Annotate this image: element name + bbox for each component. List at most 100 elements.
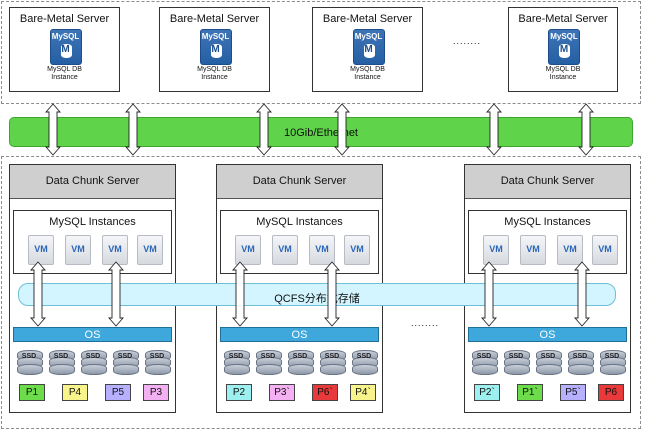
os-bar: OS	[13, 327, 172, 342]
mysql-icon-text: MySQL	[550, 32, 578, 41]
ssd-icon: SSD	[536, 350, 562, 375]
vm-label: VM	[489, 244, 503, 254]
chunk-server-title: Data Chunk Server	[45, 175, 140, 187]
chunk-server-header: Data Chunk Server	[10, 165, 175, 199]
vm-label: VM	[526, 244, 540, 254]
network-arrow-4	[334, 103, 350, 156]
ssd-row: SSD SSD SSD SSD SSD	[220, 350, 379, 376]
ssd-label: SSD	[508, 353, 524, 360]
vm-label: VM	[108, 244, 122, 254]
mysql-db-instance-label: MySQL DB Instance	[509, 66, 617, 82]
bare-metal-server-title: Bare-Metal Server	[518, 13, 608, 25]
vm-label: VM	[278, 244, 292, 254]
label-line1: MySQL DB	[47, 66, 82, 73]
vm-label: VM	[598, 244, 612, 254]
label-line1: MySQL DB	[545, 66, 581, 73]
mysql-db-icon: MySQL M	[352, 29, 385, 65]
mysql-db-icon: MySQL M	[548, 29, 580, 65]
ethernet-network-bar: 10Gib/Ethernet	[9, 117, 633, 147]
mysql-icon-letter: M	[61, 44, 70, 55]
ssd-label: SSD	[540, 353, 556, 360]
partition-block: P3`	[269, 384, 295, 401]
ssd-label: SSD	[572, 353, 588, 360]
ssd-icon: SSD	[472, 350, 498, 375]
storage-arrow-6	[574, 261, 590, 327]
mysql-instances-title: MySQL Instances	[256, 216, 343, 228]
label-line2: Instance	[51, 74, 78, 81]
vm-icon: VM	[520, 235, 546, 265]
mysql-db-icon: MySQL M	[199, 29, 232, 65]
partition-label: P6`	[317, 387, 333, 398]
ssd-icon: SSD	[352, 350, 378, 375]
bare-metal-server-2: Bare-Metal Server MySQL M MySQL DB Insta…	[159, 7, 270, 92]
network-arrow-1	[45, 103, 61, 156]
ssd-icon: SSD	[49, 350, 75, 375]
bare-metal-server-title: Bare-Metal Server	[322, 13, 413, 25]
network-arrow-5	[486, 103, 502, 156]
ssd-label: SSD	[149, 353, 165, 360]
storage-arrow-1	[30, 261, 46, 327]
vm-icon: VM	[309, 235, 335, 265]
partition-block: P6`	[312, 384, 338, 401]
ssd-icon: SSD	[224, 350, 250, 375]
partition-label: P3	[149, 387, 163, 398]
storage-arrow-5	[481, 261, 497, 327]
ssd-icon: SSD	[81, 350, 107, 375]
partition-label: P2`	[479, 387, 495, 398]
mysql-instances-box: MySQL Instances VM VM VM VM	[468, 210, 627, 274]
bare-metal-server-1: Bare-Metal Server MySQL M MySQL DB Insta…	[9, 7, 120, 92]
label-line1: MySQL DB	[350, 66, 385, 73]
partition-label: P3`	[274, 387, 290, 398]
partition-block: P2	[226, 384, 252, 401]
partition-row: P2 P3` P6` P4`	[220, 384, 379, 402]
os-label: OS	[84, 329, 101, 341]
ssd-label: SSD	[260, 353, 276, 360]
partition-label: P1`	[522, 387, 538, 398]
label-line2: Instance	[354, 74, 381, 81]
partition-block: P6	[598, 384, 624, 401]
database-cylinder-icon	[363, 44, 375, 58]
data-chunk-server-2: Data Chunk Server MySQL Instances VM VM …	[216, 164, 383, 413]
network-arrow-6	[578, 103, 594, 156]
ssd-label: SSD	[117, 353, 133, 360]
storage-arrow-2	[108, 261, 124, 327]
vm-icon: VM	[557, 235, 583, 265]
partition-label: P1	[25, 387, 39, 398]
chunk-server-header: Data Chunk Server	[217, 165, 382, 199]
vm-icon: VM	[344, 235, 370, 265]
chunk-server-title: Data Chunk Server	[500, 175, 595, 187]
ssd-label: SSD	[324, 353, 340, 360]
ssd-label: SSD	[21, 353, 37, 360]
chunk-server-header: Data Chunk Server	[465, 165, 630, 199]
mysql-icon-letter: M	[559, 44, 569, 55]
vm-icon: VM	[28, 235, 54, 265]
partition-label: P6	[604, 387, 618, 398]
mysql-instances-title: MySQL Instances	[504, 216, 591, 228]
database-cylinder-icon	[210, 44, 222, 58]
vm-label: VM	[143, 244, 157, 254]
partition-block: P3	[143, 384, 169, 401]
ssd-label: SSD	[53, 353, 69, 360]
label-line1: MySQL DB	[197, 66, 232, 73]
os-label: OS	[539, 329, 556, 341]
qcfs-label: QCFS分布式存储	[274, 293, 360, 305]
label-line2: Instance	[201, 74, 228, 81]
partition-block: P1	[19, 384, 45, 401]
ssd-icon: SSD	[256, 350, 282, 375]
mysql-db-instance-label: MySQL DB Instance	[10, 66, 119, 82]
vm-icon: VM	[137, 235, 163, 265]
ssd-icon: SSD	[288, 350, 314, 375]
ssd-icon: SSD	[600, 350, 626, 375]
vm-icon: VM	[272, 235, 298, 265]
vm-label: VM	[34, 244, 48, 254]
partition-block: P4	[62, 384, 88, 401]
bare-metal-server-title: Bare-Metal Server	[169, 13, 260, 25]
mysql-instances-box: MySQL Instances VM VM VM VM	[13, 210, 172, 274]
ssd-icon: SSD	[568, 350, 594, 375]
database-cylinder-icon	[559, 44, 570, 58]
storage-tier	[1, 156, 641, 429]
os-label: OS	[291, 329, 308, 341]
vm-icon: VM	[65, 235, 91, 265]
